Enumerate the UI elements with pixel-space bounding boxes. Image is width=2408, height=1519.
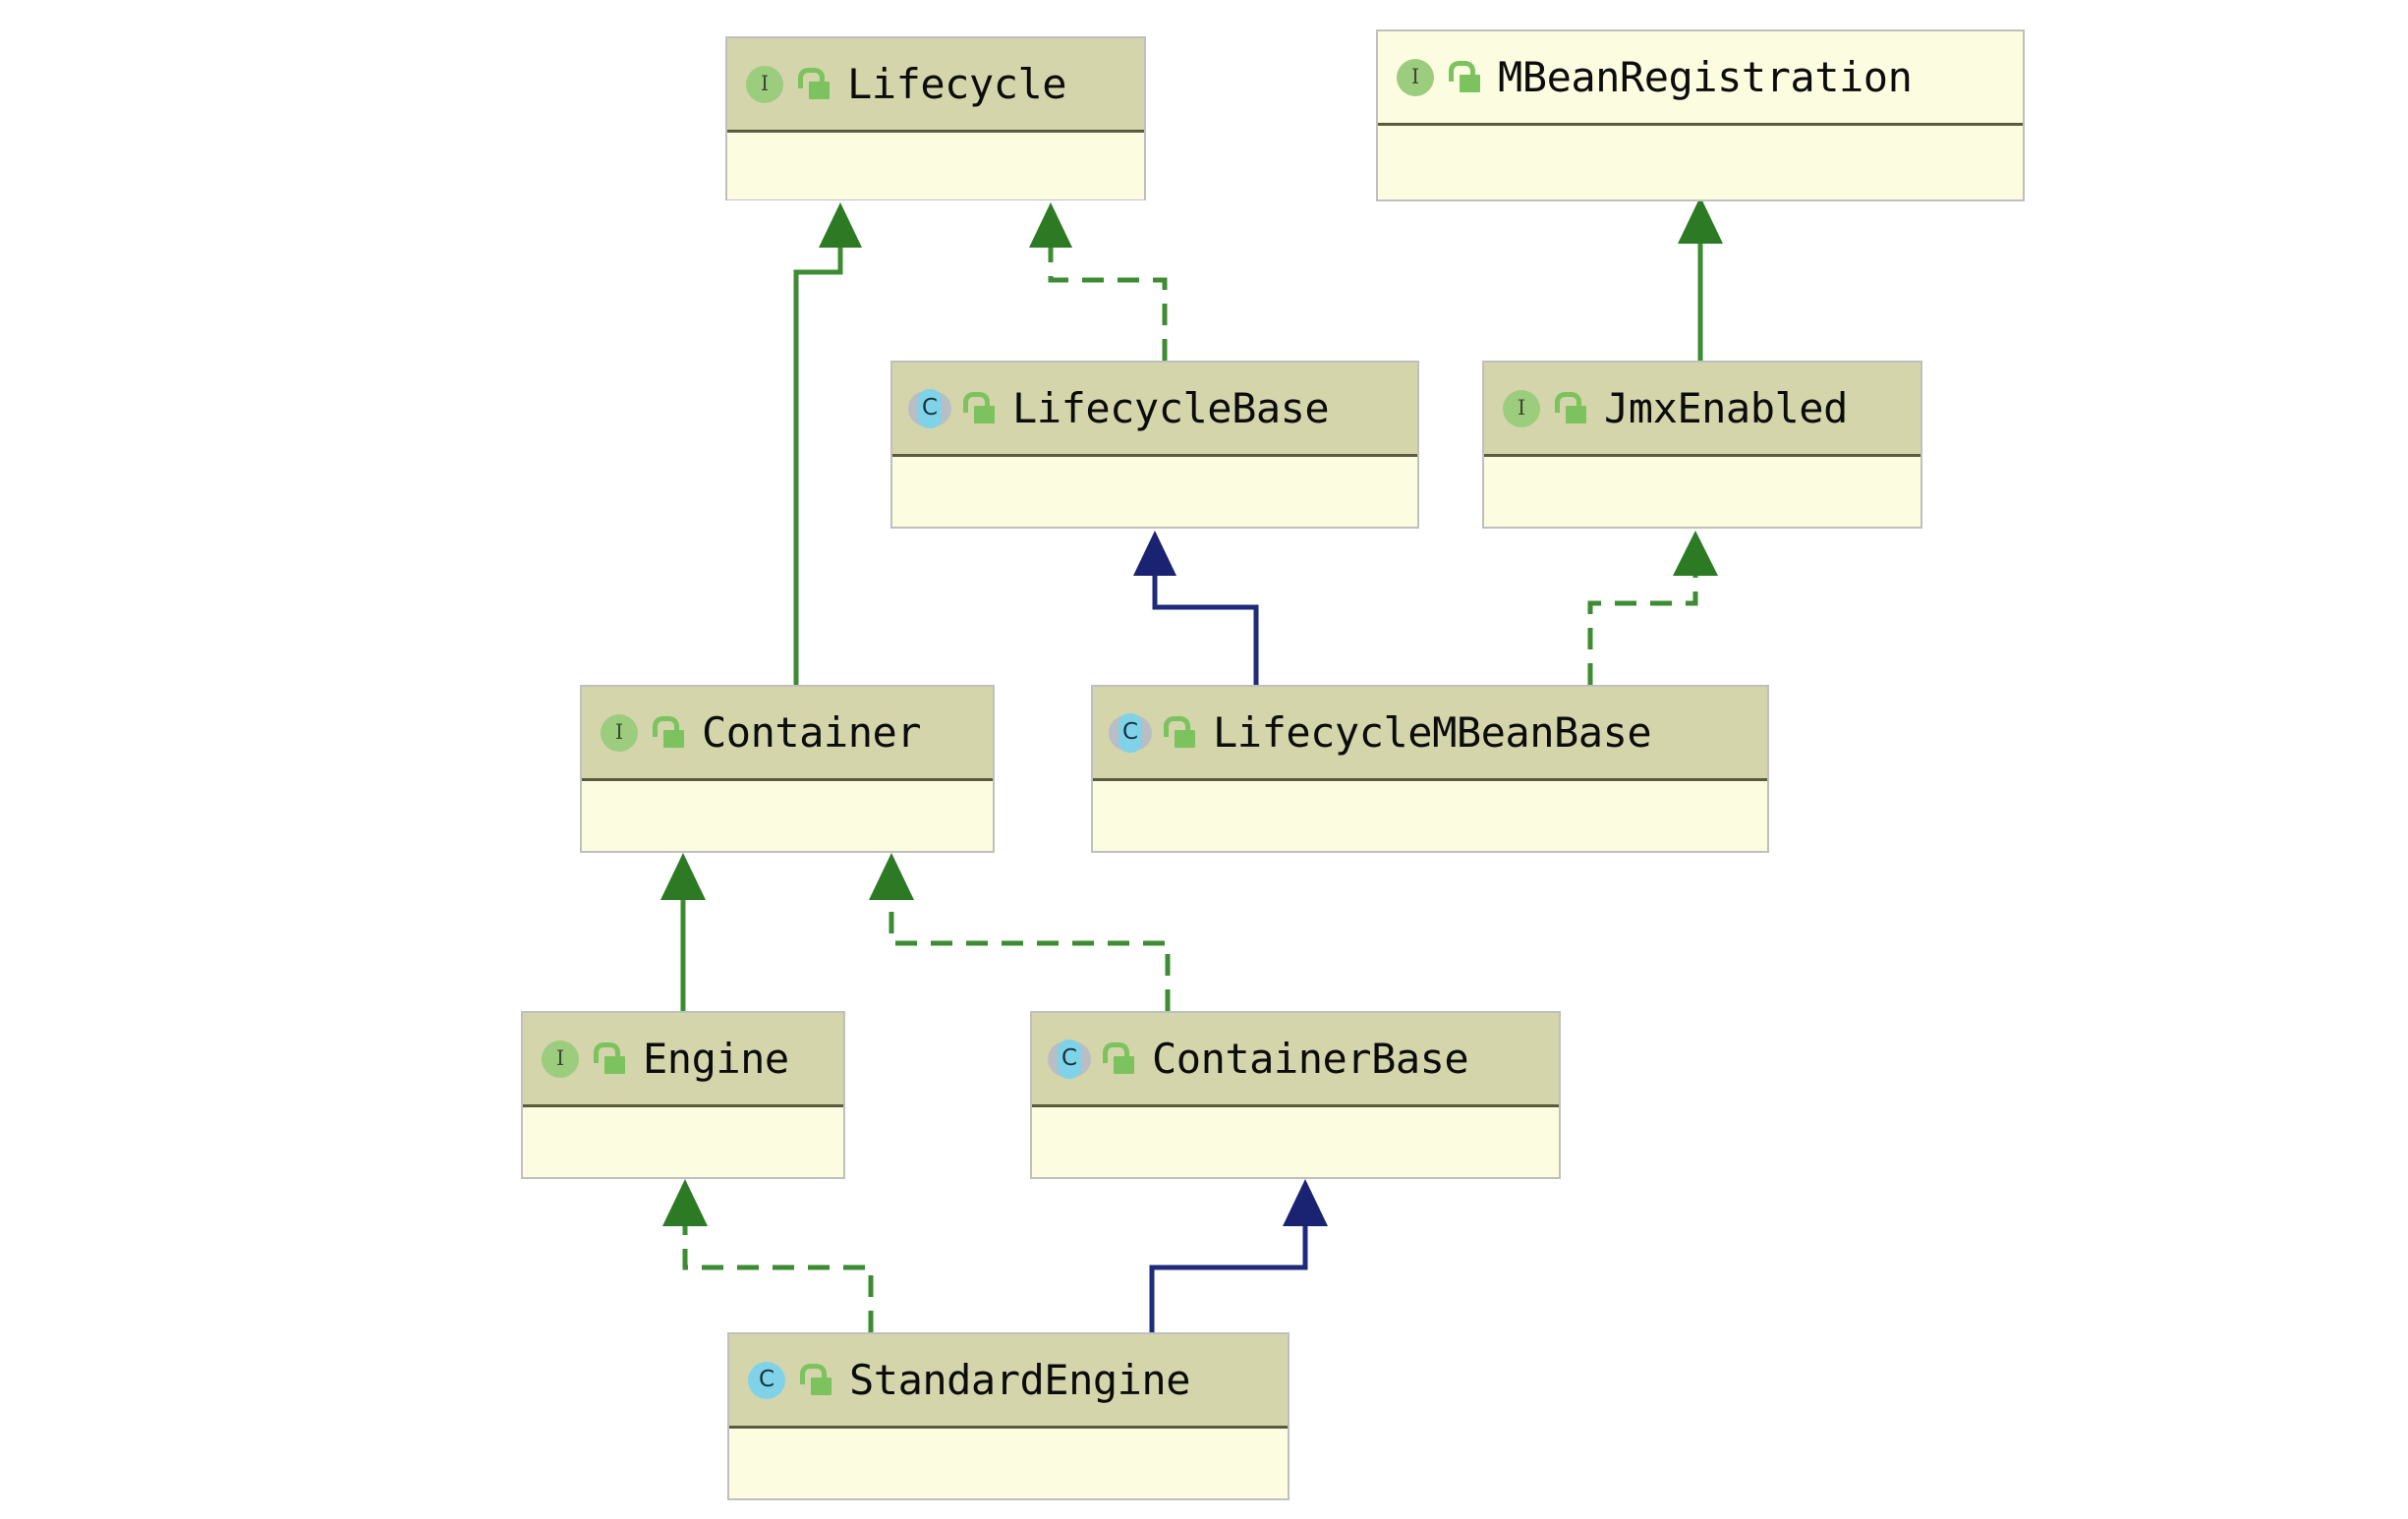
interface-marker-icon: I: [1394, 56, 1437, 99]
abstract-class-marker-icon: C: [1109, 711, 1152, 755]
open-padlock-icon: [1553, 390, 1586, 427]
uml-node-header: I JmxEnabled: [1484, 363, 1921, 457]
uml-node-container[interactable]: I Container: [580, 685, 995, 853]
uml-node-engine[interactable]: I Engine: [521, 1011, 845, 1179]
edge-jmxenabled-extends-mbeanregistration: [1678, 197, 1723, 361]
uml-node-header: C LifecycleMBeanBase: [1093, 687, 1767, 781]
uml-node-members: [1093, 781, 1767, 848]
edge-standardengine-implements-engine: [662, 1179, 874, 1332]
uml-node-header: C ContainerBase: [1032, 1013, 1559, 1107]
class-marker-icon: C: [745, 1359, 788, 1402]
uml-node-title: LifecycleBase: [1012, 383, 1330, 432]
open-padlock-icon: [1101, 1041, 1134, 1078]
edge-lifecyclembeanbase-extends-lifecyclebase: [1133, 531, 1259, 685]
uml-node-header: C StandardEngine: [729, 1334, 1288, 1429]
uml-node-title: LifecycleMBeanBase: [1213, 707, 1652, 757]
uml-node-members: [727, 133, 1144, 199]
uml-node-mbeanregistration[interactable]: I MBeanRegistration: [1376, 29, 2025, 201]
interface-marker-icon: I: [1500, 387, 1543, 430]
uml-node-title: Engine: [643, 1034, 789, 1083]
interface-marker-icon: I: [539, 1038, 582, 1081]
edge-container-extends-lifecycle: [793, 202, 862, 685]
uml-node-standardengine[interactable]: C StandardEngine: [727, 1332, 1290, 1500]
uml-node-lifecyclebase[interactable]: C LifecycleBase: [890, 361, 1419, 529]
uml-node-header: I Container: [582, 687, 993, 781]
uml-node-title: Container: [702, 707, 922, 757]
abstract-class-marker-icon: C: [908, 387, 951, 430]
uml-node-containerbase[interactable]: C ContainerBase: [1030, 1011, 1561, 1179]
uml-node-jmxenabled[interactable]: I JmxEnabled: [1482, 361, 1922, 529]
open-padlock-icon: [798, 1362, 831, 1399]
uml-node-header: I MBeanRegistration: [1378, 31, 2023, 126]
uml-node-title: ContainerBase: [1152, 1034, 1469, 1083]
open-padlock-icon: [651, 714, 684, 752]
open-padlock-icon: [961, 390, 995, 427]
uml-node-title: StandardEngine: [849, 1355, 1191, 1404]
uml-node-header: C LifecycleBase: [892, 363, 1417, 457]
uml-node-members: [1484, 457, 1921, 524]
uml-node-title: MBeanRegistration: [1498, 52, 1913, 101]
open-padlock-icon: [796, 66, 830, 103]
open-padlock-icon: [1162, 714, 1195, 752]
uml-node-header: I Lifecycle: [727, 38, 1144, 133]
edge-lifecyclembeanbase-implements-jmxenabled: [1587, 531, 1718, 685]
abstract-class-marker-icon: C: [1048, 1038, 1091, 1081]
open-padlock-icon: [1447, 59, 1480, 96]
uml-node-members: [582, 781, 993, 848]
edge-standardengine-extends-containerbase: [1149, 1179, 1328, 1332]
uml-node-header: I Engine: [523, 1013, 843, 1107]
edge-lifecyclebase-implements-lifecycle: [1029, 202, 1168, 361]
interface-marker-icon: I: [598, 711, 641, 755]
uml-node-members: [1378, 126, 2023, 193]
uml-node-title: JmxEnabled: [1604, 383, 1848, 432]
edge-containerbase-implements-container: [869, 853, 1171, 1011]
uml-node-members: [729, 1429, 1288, 1495]
uml-node-members: [523, 1107, 843, 1174]
interface-marker-icon: I: [743, 63, 786, 106]
uml-node-title: Lifecycle: [847, 59, 1067, 108]
uml-node-members: [892, 457, 1417, 524]
uml-node-lifecycle[interactable]: I Lifecycle: [725, 36, 1146, 200]
uml-node-lifecyclembeanbase[interactable]: C LifecycleMBeanBase: [1091, 685, 1769, 853]
uml-node-members: [1032, 1107, 1559, 1174]
open-padlock-icon: [592, 1041, 625, 1078]
edge-engine-extends-container: [660, 853, 706, 1011]
